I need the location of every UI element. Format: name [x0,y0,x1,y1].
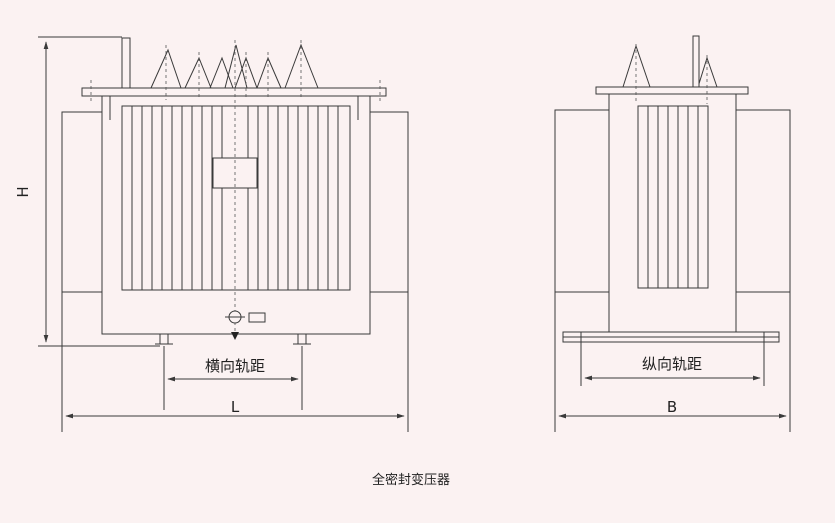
front-wheels [155,334,311,345]
front-cover-plate [81,87,387,97]
front-left-radiator [61,111,103,293]
side-conservator-pipe [692,35,700,88]
side-cover-plate [595,86,749,95]
transverse-gauge-label: 横向轨距 [205,357,265,375]
front-bushing-axes [90,40,381,104]
front-view: H 横向轨距 L [14,36,409,432]
width-label: B [667,398,677,416]
longitudinal-gauge-label: 纵向轨距 [642,355,702,373]
side-fin-frame [637,105,709,289]
height-label: H [14,186,32,197]
side-bushing-left [622,44,651,88]
front-fin-frame [121,105,351,291]
front-cooling-fins [131,106,339,290]
diagram-caption: 全密封变压器 [372,472,450,488]
side-left-radiator [554,109,610,293]
side-bushing-right [697,56,718,88]
side-view: 纵向轨距 B [554,35,791,432]
side-right-radiator [735,109,791,293]
front-tank [101,95,371,335]
front-valve-marker [231,332,239,340]
side-tank [608,93,737,333]
front-bushings [150,43,319,89]
length-label: L [231,398,240,416]
front-conservator-pipe [121,37,131,88]
front-rating-plate [248,312,266,323]
front-right-radiator [367,111,409,293]
side-cooling-fins [647,106,699,288]
